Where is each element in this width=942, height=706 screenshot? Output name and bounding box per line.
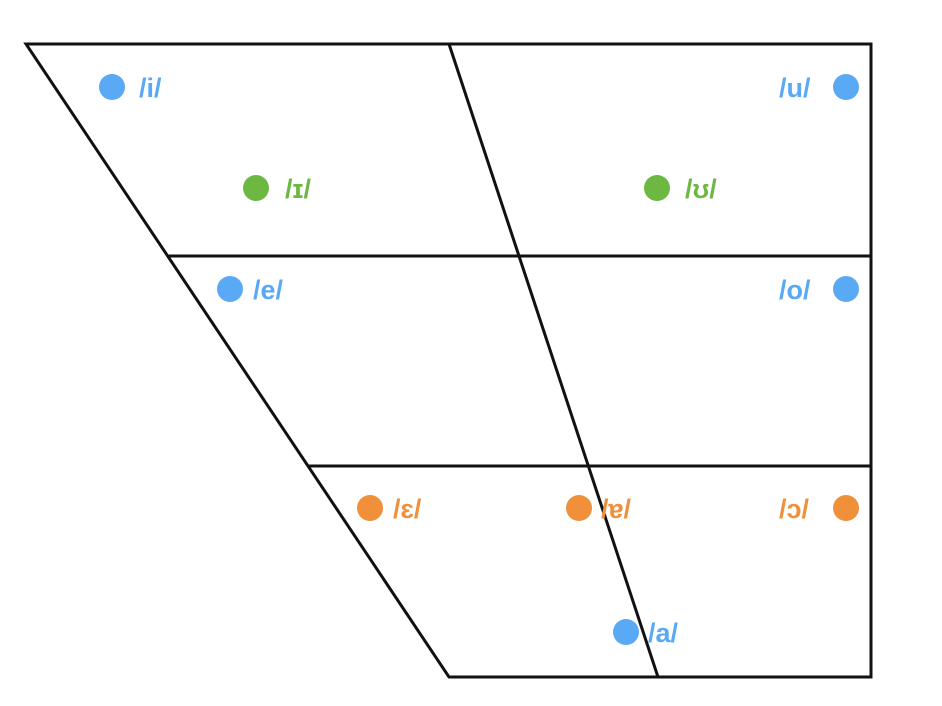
vowel-dot-open-mid-back: [833, 495, 859, 521]
vowel-label-o: /o/: [779, 275, 811, 305]
vowel-label-near-open-central: /ɐ/: [601, 494, 632, 524]
vowel-dot-e: [217, 276, 243, 302]
vowel-dot-i: [99, 74, 125, 100]
vowel-dot-near-close-back: [644, 175, 670, 201]
vowel-dot-near-open-central: [566, 495, 592, 521]
vowel-label-open-mid-back: /ɔ/: [779, 494, 810, 524]
vowel-label-open-mid-front: /ɛ/: [393, 494, 422, 524]
trapezoid-outline: [23, 42, 873, 679]
vowel-label-a: /a/: [648, 618, 679, 648]
vowel-dot-near-close-front: [243, 175, 269, 201]
vowel-dot-a: [613, 619, 639, 645]
divider-central: [447, 43, 660, 678]
vowel-label-near-close-back: /ʊ/: [685, 174, 717, 204]
vowel-dot-u: [833, 74, 859, 100]
vowel-dot-o: [833, 276, 859, 302]
vowel-label-near-close-front: /ɪ/: [285, 174, 311, 204]
vowel-label-i: /i/: [139, 73, 162, 103]
vowel-label-e: /e/: [253, 275, 284, 305]
vowel-dot-open-mid-front: [357, 495, 383, 521]
vowel-label-u: /u/: [779, 73, 811, 103]
